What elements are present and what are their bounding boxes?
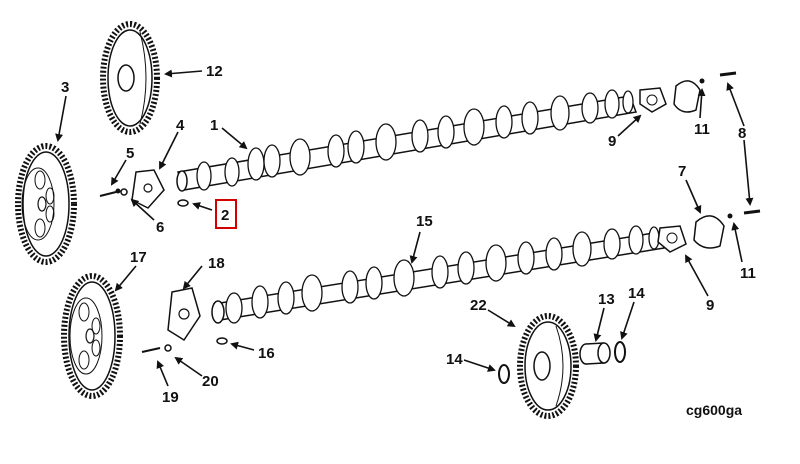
callout-4: 4 [176, 117, 185, 134]
camshaft-upper [176, 89, 638, 192]
callout-18: 18 [208, 255, 225, 272]
gear-12 [100, 21, 160, 135]
bolt-8-upper [719, 71, 737, 77]
callout-9-upper: 9 [608, 133, 616, 150]
ring-14-left [498, 364, 510, 384]
gasket-9-upper [639, 87, 667, 113]
callout-20: 20 [202, 373, 219, 390]
screw-19 [141, 347, 161, 353]
thrust-plate-4 [131, 169, 165, 209]
callout-19: 19 [162, 389, 179, 406]
gear-3 [15, 143, 77, 265]
callout-11-upper: 11 [694, 121, 710, 138]
callout-1: 1 [210, 117, 218, 134]
gear-17 [61, 273, 123, 399]
key-16 [216, 337, 228, 345]
callout-9-lower: 9 [706, 297, 714, 314]
bolt-8-lower [743, 209, 761, 215]
camshaft-lower [211, 225, 665, 324]
callout-2: 2 [221, 207, 229, 224]
figure-caption: cg600ga [686, 402, 742, 418]
callout-15: 15 [416, 213, 433, 230]
callout-12: 12 [206, 63, 223, 80]
washer-6 [120, 188, 128, 196]
gasket-9-lower [657, 225, 687, 253]
callout-6: 6 [156, 219, 164, 236]
cover-upper [673, 80, 701, 113]
callout-16: 16 [258, 345, 275, 362]
thrust-plate-18 [167, 287, 201, 342]
callout-17: 17 [130, 249, 147, 266]
callout-11-lower: 11 [740, 265, 756, 282]
callout-8: 8 [738, 125, 746, 142]
callout-14-right: 14 [628, 285, 645, 302]
callout-5: 5 [126, 145, 134, 162]
callout-22: 22 [470, 297, 487, 314]
screw-5 [99, 188, 121, 197]
callout-labels: 12 3 1 4 5 6 2 9 11 8 7 11 9 15 17 18 16… [61, 63, 756, 406]
callout-13: 13 [598, 291, 615, 308]
bolt-11-lower [727, 213, 733, 219]
bolt-11-upper [699, 78, 705, 84]
callout-2-highlight-box [215, 199, 237, 229]
washer-20 [164, 344, 172, 352]
callout-3: 3 [61, 79, 69, 96]
cover-7 [693, 215, 725, 249]
gear-22 [517, 313, 579, 419]
leader-lines [55, 69, 754, 387]
callout-14-left: 14 [446, 351, 463, 368]
ring-14-right [614, 341, 626, 363]
key-2 [177, 199, 189, 207]
spacer-13 [579, 342, 611, 365]
callout-7: 7 [678, 163, 686, 180]
